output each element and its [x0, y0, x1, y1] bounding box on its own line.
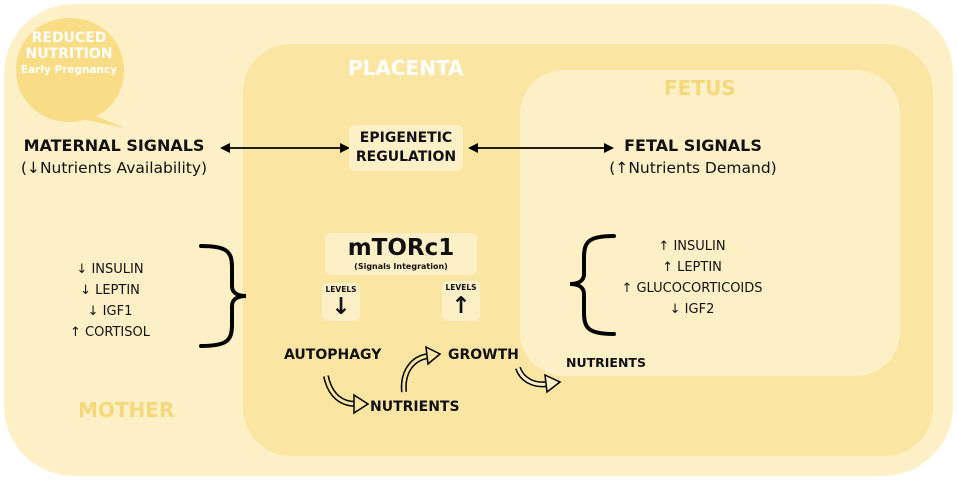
maternal-list-item: ↑ CORTISOL	[70, 325, 150, 340]
nutrients-fetus-label: NUTRIENTS	[566, 355, 646, 370]
fetus-label: FETUS	[664, 76, 736, 100]
maternal-list-item: ↓ IGF1	[87, 304, 133, 319]
fetal-brace	[569, 234, 616, 336]
bubble-line-3: Early Pregnancy	[20, 64, 118, 76]
nutrients-growth-arrow	[400, 345, 442, 393]
levels-up-label: LEVELS	[445, 283, 477, 292]
autophagy-nutrients-arrow	[323, 375, 370, 415]
maternal-list-item: ↓ LEPTIN	[80, 283, 140, 298]
maternal-signals-title: MATERNAL SIGNALS	[23, 136, 205, 155]
placenta-label: PLACENTA	[348, 56, 464, 80]
maternal-signals-subtitle: (↓Nutrients Availability)	[20, 159, 208, 177]
levels-up-box: LEVELS ↑	[442, 281, 480, 321]
bubble-line-2: NUTRITION	[25, 46, 113, 62]
mtorc1-subtitle: (Signals Integration)	[354, 262, 448, 271]
fetal-signals-subtitle: (↑Nutrients Demand)	[609, 159, 777, 177]
epigenetic-line-1: EPIGENETIC	[359, 130, 453, 146]
growth-label: GROWTH	[448, 347, 519, 363]
reduced-nutrition-bubble: REDUCED NUTRITION Early Pregnancy	[16, 18, 122, 76]
maternal-hormone-list: ↓ INSULIN ↓ LEPTIN ↓ IGF1 ↑ CORTISOL	[50, 259, 170, 343]
fetal-signals: FETAL SIGNALS (↑Nutrients Demand)	[588, 136, 798, 177]
levels-down-box: LEVELS ↓	[322, 283, 360, 321]
levels-up-arrow-icon: ↑	[451, 293, 471, 319]
levels-down-label: LEVELS	[325, 285, 357, 294]
fetus-region	[520, 70, 900, 376]
fetal-list-item: ↑ LEPTIN	[662, 260, 722, 275]
maternal-brace	[199, 244, 247, 348]
fetal-list-item: ↑ INSULIN	[658, 239, 726, 254]
nutrients-placenta-label: NUTRIENTS	[370, 399, 460, 415]
epigenetic-regulation-box: EPIGENETIC REGULATION	[349, 125, 463, 171]
epigenetic-line-2: REGULATION	[355, 149, 457, 165]
maternal-list-item: ↓ INSULIN	[76, 262, 144, 277]
fetal-list-item: ↑ GLUCOCORTICOIDS	[621, 281, 763, 296]
mtorc1-title: mTORc1	[347, 235, 455, 261]
fetal-hormone-list: ↑ INSULIN ↑ LEPTIN ↑ GLUCOCORTICOIDS ↓ I…	[612, 236, 772, 320]
maternal-signals: MATERNAL SIGNALS (↓Nutrients Availabilit…	[8, 136, 220, 177]
fetal-signals-title: FETAL SIGNALS	[624, 136, 762, 155]
reduced-nutrition-bubble-shape	[16, 18, 125, 128]
levels-down-arrow-icon: ↓	[331, 294, 351, 320]
epigenetic-fetal-double-arrow	[468, 143, 614, 153]
mother-label: MOTHER	[78, 398, 175, 422]
fetal-list-item: ↓ IGF2	[669, 302, 715, 317]
maternal-epigenetic-double-arrow	[220, 143, 350, 153]
bubble-line-1: REDUCED	[31, 30, 107, 46]
autophagy-label: AUTOPHAGY	[284, 347, 382, 363]
growth-nutrients-arrow	[515, 366, 562, 394]
mtorc1-box: mTORc1 (Signals Integration)	[325, 233, 477, 275]
